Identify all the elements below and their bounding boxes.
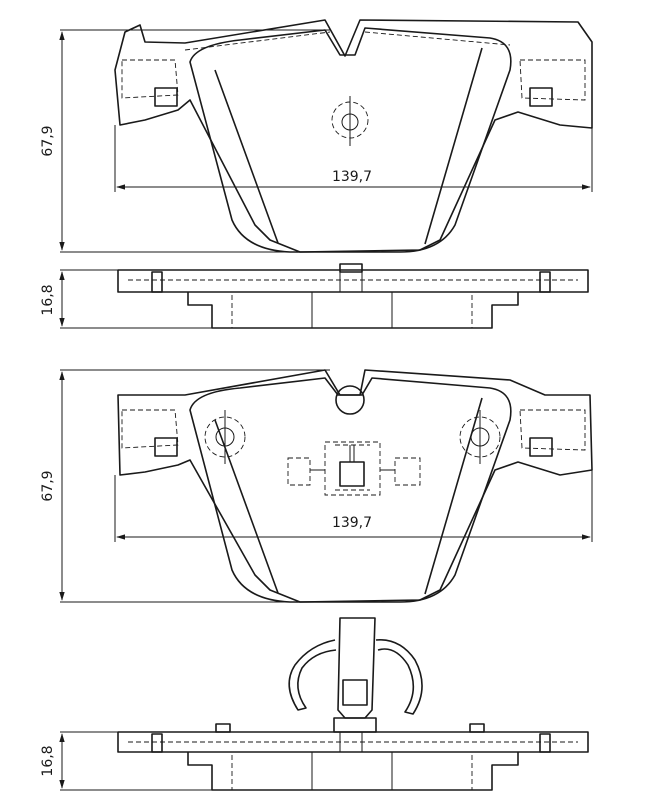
clip-tab-left-3 [154, 437, 178, 457]
pad-front-view-3: 67,9 139,7 [40, 369, 593, 603]
thickness-dimension-label-4: 16,8 [40, 745, 56, 776]
friction-material-outline-3 [189, 377, 512, 603]
hidden-outline-right-3 [519, 409, 586, 451]
friction-material-outline-1 [189, 27, 512, 253]
tab-left-side-4 [151, 733, 163, 753]
chamfer-line-right-1 [424, 47, 483, 245]
tab-right-side-4 [539, 733, 551, 753]
slot-side-4 [311, 751, 393, 791]
hidden-top-edge-1 [184, 31, 511, 51]
spring-base-4 [333, 717, 377, 733]
guide-hole-right-dashed-3 [459, 416, 501, 458]
pad-side-view-2: 16,8 [40, 263, 589, 329]
thickness-dimension-label-2: 16,8 [40, 284, 56, 315]
guide-pin-right-4 [469, 723, 485, 733]
hidden-outline-right-1 [519, 59, 586, 101]
spring-center-square-3 [339, 461, 365, 487]
guide-hole-left-dashed-3 [204, 416, 246, 458]
pad-side-view-4: 16,8 [40, 617, 589, 791]
chamfer-line-right-3 [424, 397, 483, 595]
hidden-shim-side-2 [128, 279, 578, 328]
backing-plate-outline-1 [114, 19, 593, 253]
hidden-spring-clip-3 [287, 441, 421, 496]
backing-plate-side-2 [117, 269, 589, 293]
width-dimension-label-3: 139,7 [332, 515, 372, 531]
height-dimension-label-3: 67,9 [40, 470, 56, 501]
pad-front-view-1: 67,9 139,7 [40, 19, 593, 253]
hidden-shim-side-4 [128, 741, 578, 790]
clip-tab-right-3 [529, 437, 553, 457]
hidden-outline-left-3 [121, 409, 179, 449]
tab-left-side-2 [151, 271, 163, 293]
wear-indicator-side-2 [339, 263, 363, 273]
slot-side-2 [311, 291, 393, 329]
spring-clip-right-arm-4 [375, 639, 423, 715]
top-notch-3 [335, 385, 365, 415]
spring-clip-center-4 [337, 617, 376, 719]
height-dimension-label-1: 67,9 [40, 125, 56, 156]
hidden-outline-left-1 [121, 59, 179, 99]
clip-tab-left-1 [154, 87, 178, 107]
clip-tab-right-1 [529, 87, 553, 107]
friction-block-side-2 [187, 292, 519, 329]
chamfer-line-left-1 [214, 69, 279, 244]
spring-clip-left-arm-4 [288, 639, 337, 711]
guide-pin-left-4 [215, 723, 231, 733]
tab-right-side-2 [539, 271, 551, 293]
width-dimension-label-1: 139,7 [332, 169, 372, 185]
spring-arms-3 [310, 445, 395, 471]
friction-block-side-4 [187, 752, 519, 791]
